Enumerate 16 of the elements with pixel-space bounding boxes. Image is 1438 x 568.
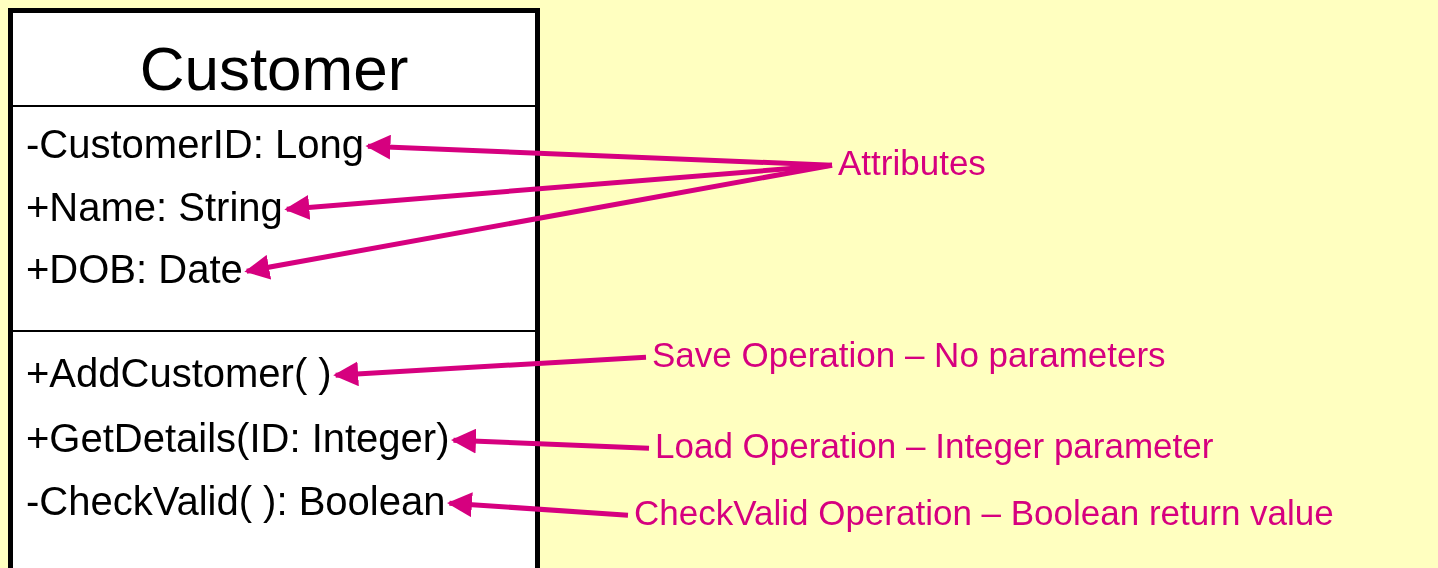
- attribute-text: +Name: String: [26, 185, 283, 229]
- operation-text: +GetDetails(ID: Integer): [26, 416, 450, 460]
- leader-arrow: [333, 354, 647, 387]
- leader-arrow: [244, 162, 833, 280]
- class-name: Customer: [138, 35, 410, 104]
- annotation-text: CheckValid Operation – Boolean return value: [634, 494, 1334, 533]
- annotation-text: Save Operation – No parameters: [652, 336, 1166, 375]
- operation-text: +AddCustomer( ): [26, 351, 332, 395]
- attribute-text: -CustomerID: Long: [26, 122, 364, 166]
- leader-arrow: [451, 428, 650, 454]
- attribute-text: +DOB: Date: [26, 247, 243, 291]
- leader-arrow: [446, 492, 629, 518]
- class-box: [8, 8, 540, 568]
- annotation-text: Load Operation – Integer parameter: [655, 427, 1214, 466]
- annotation-text: Attributes: [838, 144, 986, 183]
- operation-text: -CheckValid( ): Boolean: [26, 479, 446, 523]
